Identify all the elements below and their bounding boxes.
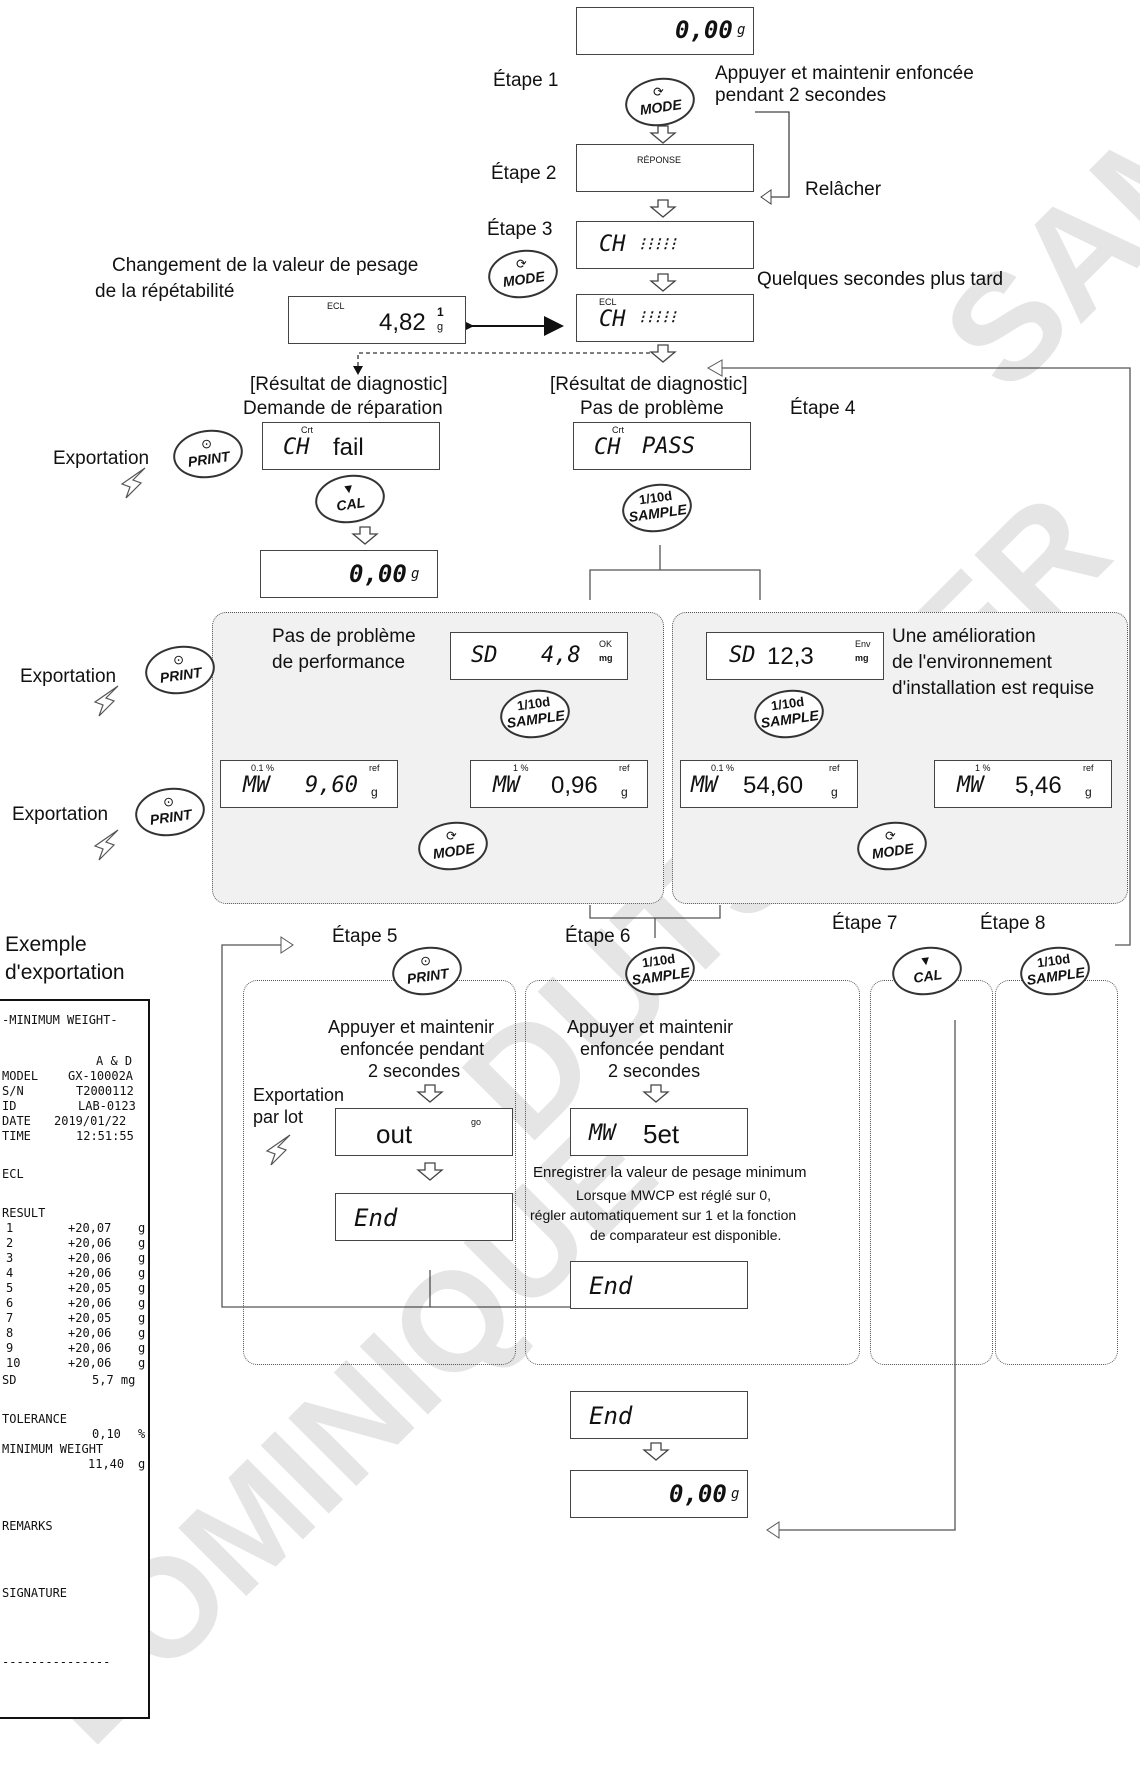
receipt-row-unit: g (138, 1251, 146, 1265)
display-ch-ecl: ECL CH ⁝⁝⁝⁝⁝ (576, 294, 754, 342)
receipt-row-index: 8 (6, 1326, 14, 1340)
receipt-row-value: +20,06 (68, 1341, 112, 1355)
step-2-label: Étape 2 (491, 163, 557, 184)
batch-line2: par lot (253, 1107, 304, 1127)
step-7-label: Étape 7 (832, 913, 898, 934)
display-end-step6: End (570, 1261, 748, 1309)
panel-step8 (995, 980, 1118, 1365)
release-note: Relâcher (805, 179, 882, 200)
panel-step6 (525, 980, 860, 1365)
receipt-row-unit: g (138, 1356, 146, 1370)
receipt-row-unit: g (138, 1326, 146, 1340)
receipt-row-value: +20,05 (68, 1311, 112, 1325)
diag-pass-line2: Pas de problème (580, 398, 724, 419)
receipt-row-value: +20,06 (68, 1296, 112, 1310)
receipt-row-index: 5 (6, 1281, 14, 1295)
display-mw-set: MW 5et (570, 1108, 748, 1156)
receipt-row-value: +20,06 (68, 1356, 112, 1370)
display-end-step5: End (335, 1193, 513, 1241)
receipt-row-unit: g (138, 1236, 146, 1250)
export-note-3: Exportation (12, 804, 109, 825)
receipt-row-value: +20,07 (68, 1221, 112, 1235)
receipt-row-value: +20,06 (68, 1251, 112, 1265)
s5-hold-line3: 2 secondes (368, 1061, 461, 1081)
receipt-row-unit: g (138, 1221, 146, 1235)
receipt-title: -MINIMUM WEIGHT- (2, 1013, 118, 1027)
receipt-row-unit: g (138, 1266, 146, 1280)
receipt-row-index: 9 (6, 1341, 14, 1355)
panel-step5 (243, 980, 516, 1365)
mwcp-line3: de comparateur est disponible. (590, 1227, 782, 1243)
improve-line2: de l'environnement (892, 652, 1052, 673)
step-6-label: Étape 6 (565, 926, 631, 947)
receipt-row-index: 10 (6, 1356, 21, 1370)
change-note-line1: Changement de la valeur de pesage (112, 255, 419, 276)
receipt-row-unit: g (138, 1341, 146, 1355)
export-receipt: -MINIMUM WEIGHT- A & D MODEL GX-10002A S… (0, 999, 150, 1719)
later-note: Quelques secondes plus tard (757, 269, 1004, 290)
example-line2: d'exportation (5, 961, 125, 984)
s6-hold-line2: enfoncée pendant (580, 1039, 725, 1059)
flow-arrows (93, 111, 1131, 1539)
diag-pass-line1: [Résultat de diagnostic] (550, 374, 748, 395)
receipt-row-index: 3 (6, 1251, 14, 1265)
s6-hold-line3: 2 secondes (608, 1061, 701, 1081)
export-note-2: Exportation (20, 666, 117, 687)
step-8-label: Étape 8 (980, 913, 1046, 934)
display-pass: Crt CH PASS (573, 422, 751, 470)
improve-line3: d'installation est requise (892, 678, 1095, 699)
display-response: RÉPONSE (576, 144, 754, 192)
display-mw-b1: 0.1 % ref MW 54,60 g (680, 760, 858, 808)
display-mw-a1: 0.1 % ref MW 9,60 g (220, 760, 398, 808)
improve-line1: Une amélioration (892, 626, 1036, 647)
step-3-label: Étape 3 (487, 219, 553, 240)
display-end-step7: End (570, 1391, 748, 1439)
register-note: Enregistrer la valeur de pesage minimum (533, 1164, 807, 1181)
mwcp-line2: régler automatiquement sur 1 et la fonct… (530, 1207, 797, 1223)
receipt-row-index: 7 (6, 1311, 14, 1325)
hold-note-line2: pendant 2 secondes (715, 85, 887, 106)
receipt-row-value: +20,05 (68, 1281, 112, 1295)
display-zero-fail: 0,00 g (260, 550, 438, 598)
receipt-row-value: +20,06 (68, 1236, 112, 1250)
diag-fail-line2: Demande de réparation (243, 398, 443, 419)
display-repeatability: ECL 4,82 1 g (288, 296, 466, 344)
step-1-label: Étape 1 (493, 70, 559, 91)
receipt-row-value: +20,06 (68, 1326, 112, 1340)
export-note-1: Exportation (53, 448, 150, 469)
receipt-row-index: 1 (6, 1221, 14, 1235)
batch-line1: Exportation (253, 1085, 345, 1105)
panel-step7 (870, 980, 993, 1365)
receipt-row-index: 4 (6, 1266, 14, 1280)
hold-note-line1: Appuyer et maintenir enfoncée (715, 63, 974, 84)
display-fail: Crt CH fail (262, 422, 440, 470)
display-zero-top: 0,00 g (576, 7, 754, 55)
receipt-row-unit: g (138, 1311, 146, 1325)
display-sd-ok: SD 4,8 OK mg (450, 632, 628, 680)
step-5-label: Étape 5 (332, 926, 398, 947)
receipt-row-index: 2 (6, 1236, 14, 1250)
display-zero-bottom: 0,00 g (570, 1470, 748, 1518)
step-4-label: Étape 4 (790, 398, 856, 419)
s5-hold-line2: enfoncée pendant (340, 1039, 485, 1059)
display-sd-bad: SD 12,3 Env mg (706, 632, 884, 680)
mwcp-line1: Lorsque MWCP est réglé sur 0, (576, 1187, 772, 1203)
s6-hold-line1: Appuyer et maintenir (567, 1017, 734, 1037)
display-out: out go (335, 1108, 513, 1156)
diag-fail-line1: [Résultat de diagnostic] (250, 374, 448, 395)
receipt-row-unit: g (138, 1296, 146, 1310)
display-ch-1: CH ⁝⁝⁝⁝⁝ (576, 221, 754, 269)
receipt-row-value: +20,06 (68, 1266, 112, 1280)
change-note-line2: de la répétabilité (95, 281, 235, 302)
receipt-row-index: 6 (6, 1296, 14, 1310)
s5-hold-line1: Appuyer et maintenir (328, 1017, 495, 1037)
receipt-row-unit: g (138, 1281, 146, 1295)
perf-ok-line2: de performance (272, 652, 406, 673)
display-mw-b2: 1 % ref MW 5,46 g (934, 760, 1112, 808)
perf-ok-line1: Pas de problème (272, 626, 416, 647)
example-line1: Exemple (5, 933, 87, 956)
display-mw-a2: 1 % ref MW 0,96 g (470, 760, 648, 808)
